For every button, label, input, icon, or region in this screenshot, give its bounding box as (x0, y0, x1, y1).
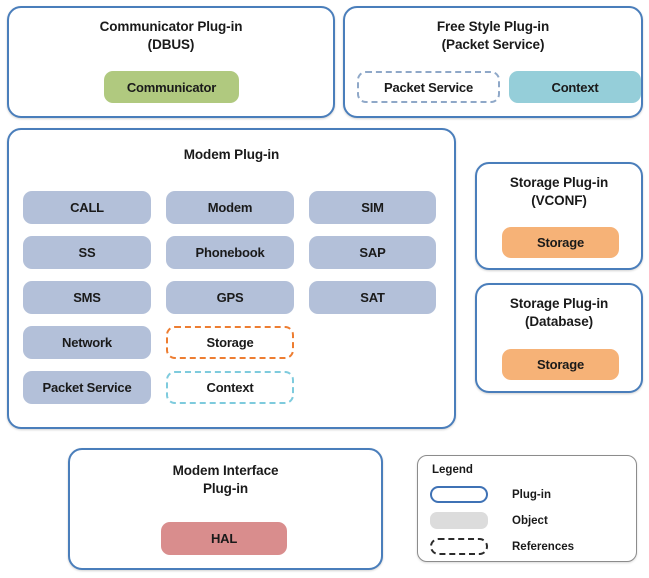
legend-label-object: Object (512, 514, 548, 527)
object-storage-database[interactable]: Storage (502, 349, 619, 380)
storage-plugin-database-container: Storage Plug-in (Database) Storage (475, 283, 643, 393)
legend-item-plugin: Plug-in (430, 486, 551, 503)
reference-packet-service[interactable]: Packet Service (357, 71, 500, 103)
object-hal[interactable]: HAL (161, 522, 287, 555)
modem-plugin-container: Modem Plug-in CALL Modem SIM SS Phoneboo… (7, 128, 456, 429)
object-ss[interactable]: SS (23, 236, 151, 269)
modem-interface-plugin-container: Modem Interface Plug-in HAL (68, 448, 383, 570)
legend-item-references: References (430, 538, 574, 555)
legend-title: Legend (432, 464, 473, 476)
free-style-plugin-container: Free Style Plug-in (Packet Service) Pack… (343, 6, 643, 118)
legend-label-references: References (512, 540, 575, 553)
free-style-plugin-title: Free Style Plug-in (Packet Service) (436, 19, 550, 52)
object-sap[interactable]: SAP (309, 236, 436, 269)
legend-item-object: Object (430, 512, 548, 529)
legend-panel: Legend Plug-in Object References (417, 455, 637, 562)
reference-context[interactable]: Context (166, 371, 294, 404)
communicator-plugin-title: Communicator Plug-in (DBUS) (99, 19, 243, 52)
modem-interface-plugin-title: Modem Interface Plug-in (172, 463, 279, 496)
object-gps[interactable]: GPS (166, 281, 294, 314)
object-network[interactable]: Network (23, 326, 151, 359)
legend-swatch-references-icon (430, 538, 488, 555)
storage-plugin-vconf-title: Storage Plug-in (VCONF) (509, 175, 609, 208)
object-sms[interactable]: SMS (23, 281, 151, 314)
reference-storage[interactable]: Storage (166, 326, 294, 359)
modem-plugin-title: Modem Plug-in (183, 147, 280, 162)
legend-swatch-plugin-icon (430, 486, 488, 503)
object-packet-service[interactable]: Packet Service (23, 371, 151, 404)
object-communicator[interactable]: Communicator (104, 71, 239, 103)
object-storage-vconf[interactable]: Storage (502, 227, 619, 258)
object-sim[interactable]: SIM (309, 191, 436, 224)
object-context[interactable]: Context (509, 71, 641, 103)
object-phonebook[interactable]: Phonebook (166, 236, 294, 269)
object-sat[interactable]: SAT (309, 281, 436, 314)
object-modem[interactable]: Modem (166, 191, 294, 224)
legend-label-plugin: Plug-in (512, 488, 551, 501)
object-call[interactable]: CALL (23, 191, 151, 224)
communicator-plugin-container: Communicator Plug-in (DBUS) Communicator (7, 6, 335, 118)
legend-swatch-object-icon (430, 512, 488, 529)
storage-plugin-database-title: Storage Plug-in (Database) (509, 296, 609, 329)
storage-plugin-vconf-container: Storage Plug-in (VCONF) Storage (475, 162, 643, 270)
